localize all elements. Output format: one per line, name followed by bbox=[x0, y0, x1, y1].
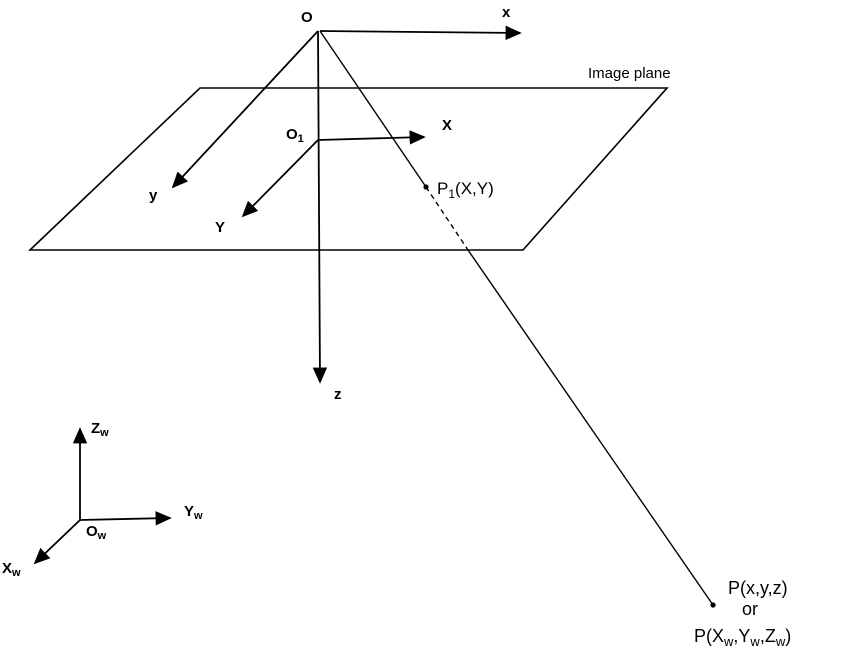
image-point-coords: (X,Y) bbox=[455, 179, 494, 198]
image-x-axis-arrow bbox=[317, 130, 426, 145]
world-point-l3-s3: w bbox=[775, 634, 786, 649]
world-z-axis-label: Zw bbox=[91, 420, 109, 439]
image-point-sub: 1 bbox=[448, 187, 455, 201]
world-point-l3-p1: P(X bbox=[694, 626, 724, 646]
projection-ray-dashed bbox=[425, 186, 469, 251]
image-plane-label: Image plane bbox=[588, 65, 671, 82]
projection-ray-upper bbox=[319, 30, 427, 188]
camera-x-axis-arrow bbox=[319, 25, 522, 41]
projection-ray-lower bbox=[467, 249, 714, 606]
camera-z-axis-arrow bbox=[312, 30, 328, 384]
world-origin-main: O bbox=[86, 523, 98, 540]
world-point-l3-p2: ,Y bbox=[733, 626, 750, 646]
camera-origin-label: O bbox=[301, 9, 313, 26]
camera-x-axis-label: x bbox=[502, 4, 511, 21]
world-y-sub: w bbox=[193, 510, 203, 522]
world-y-main: Y bbox=[184, 503, 194, 520]
world-point-label-line2: or bbox=[742, 599, 758, 619]
image-point-main: P bbox=[437, 179, 448, 198]
world-point-dot bbox=[710, 602, 716, 608]
image-origin-main: O bbox=[286, 126, 298, 143]
world-point-label-line3: P(Xw,Yw,Zw) bbox=[694, 626, 791, 649]
world-x-axis-label: Xw bbox=[2, 560, 21, 579]
world-z-main: Z bbox=[91, 420, 100, 437]
world-y-axis-label: Yw bbox=[184, 503, 203, 522]
camera-y-axis-label: y bbox=[149, 187, 158, 204]
image-x-axis-label: X bbox=[442, 117, 452, 134]
world-origin-sub: w bbox=[97, 530, 107, 542]
world-point-l3-s2: w bbox=[749, 634, 760, 649]
world-origin-label: Ow bbox=[86, 523, 107, 542]
image-y-axis-arrow bbox=[241, 139, 319, 218]
world-x-axis-arrow bbox=[33, 519, 81, 565]
camera-y-axis-arrow bbox=[171, 30, 319, 189]
world-x-sub: w bbox=[11, 567, 21, 579]
image-point-dot bbox=[423, 184, 429, 190]
world-z-sub: w bbox=[99, 427, 109, 439]
world-point-label-line1: P(x,y,z) bbox=[728, 578, 788, 598]
world-point-l3-p3: ,Z bbox=[760, 626, 776, 646]
camera-z-axis-label: z bbox=[334, 386, 342, 403]
world-x-main: X bbox=[2, 560, 12, 577]
world-point-l3-s1: w bbox=[723, 634, 734, 649]
image-plane-outline bbox=[28, 87, 669, 251]
image-origin-sub: 1 bbox=[298, 133, 304, 145]
image-origin-label: O1 bbox=[286, 126, 304, 145]
image-point-label: P1(X,Y) bbox=[437, 179, 494, 201]
world-y-axis-arrow bbox=[79, 511, 172, 526]
world-point-l3-p4: ) bbox=[785, 626, 791, 646]
image-y-axis-label: Y bbox=[215, 219, 225, 236]
